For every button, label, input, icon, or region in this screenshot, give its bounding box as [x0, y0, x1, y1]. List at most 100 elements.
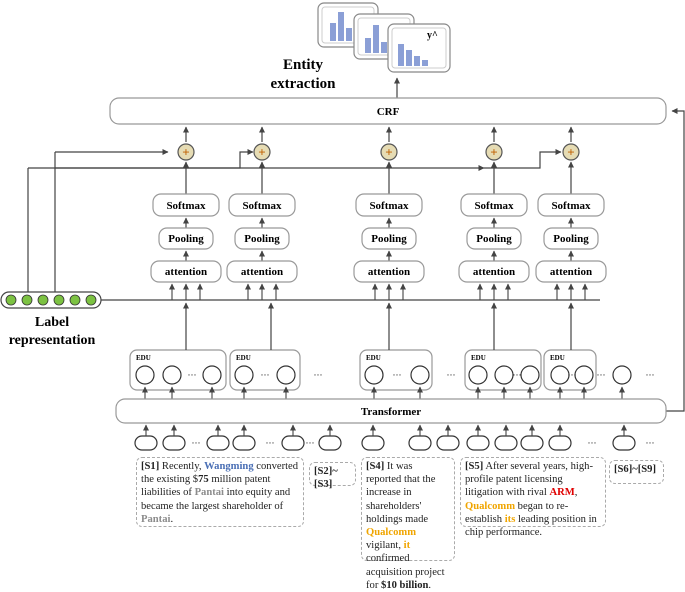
ellipsis: ··· [588, 438, 597, 448]
token-node [548, 435, 572, 451]
s1-text: million patent liabilities of [141, 474, 271, 499]
plus-symbol: + [567, 145, 574, 160]
s5-entity-qualcomm: Qualcomm [465, 500, 516, 512]
s5-entity-arm: ARM [549, 487, 575, 499]
ellipsis: ··· [192, 438, 201, 448]
s4-text: . [428, 579, 432, 591]
sentence-s2-s3: [S2]~[S3] [309, 462, 356, 490]
attention-label: attention [241, 266, 283, 278]
output-chart-stack: y^ [317, 2, 451, 73]
softmax-label: Softmax [474, 200, 514, 212]
s1-entity-pantai: Pantai [194, 487, 224, 499]
pooling-box [543, 227, 599, 250]
chart-axis-label: y^ [427, 30, 438, 41]
plus-symbol: + [258, 145, 265, 160]
edu-group: EDU··· [229, 302, 301, 399]
hidden-node [612, 365, 632, 385]
token-node [408, 435, 432, 451]
edu-node [410, 365, 430, 385]
edu-node [550, 365, 570, 385]
label-dot [53, 294, 65, 306]
transformer-to-crf-loop [666, 108, 685, 412]
label-wiring [27, 149, 600, 301]
pooling-box [361, 227, 417, 250]
ellipsis: ··· [188, 370, 197, 380]
edu-groups: EDU···EDU···EDU···EDU···EDU·············… [129, 302, 655, 399]
pooling-label: Pooling [553, 233, 589, 245]
transformer-label: Transformer [361, 406, 421, 418]
pooling-box [234, 227, 290, 250]
edu-node [494, 365, 514, 385]
ellipsis: ··· [314, 370, 323, 380]
ellipsis: ··· [513, 370, 522, 380]
plus-symbol: + [385, 145, 392, 160]
s2-s3-id: [S2]~[S3] [314, 466, 338, 491]
s6-s9-id: [S6]~[S9] [614, 464, 656, 475]
pooling-label: Pooling [476, 233, 512, 245]
plus-node [380, 143, 398, 161]
ellipsis: ··· [447, 370, 456, 380]
softmax-label: Softmax [166, 200, 206, 212]
softmax-box [228, 193, 296, 217]
edu-group: EDU ··· [129, 302, 227, 399]
edu-node [364, 365, 384, 385]
edu-node [520, 365, 540, 385]
softmax-label: Softmax [242, 200, 282, 212]
ellipsis: ··· [646, 438, 655, 448]
ellipsis: ··· [568, 370, 577, 380]
edu-label: EDU [236, 354, 251, 362]
edu-group: EDU··· [359, 302, 433, 399]
token-node [436, 435, 460, 451]
sentence-s5: [S5] After several years, high-profile p… [460, 457, 606, 538]
plus-node [177, 143, 195, 161]
label-dot [21, 294, 33, 306]
attention-box [458, 260, 530, 283]
plus-node [485, 143, 503, 161]
sentence-s1: [S1] Recently, Wangming converted the ex… [136, 457, 304, 527]
entity-extraction-title-line1: Entity [283, 57, 324, 73]
ellipsis: ··· [646, 370, 655, 380]
ellipsis: ··· [266, 438, 275, 448]
sentence-s4: [S4] It was reported that the increase i… [361, 457, 455, 591]
attention-label: attention [550, 266, 592, 278]
token-node [361, 435, 385, 451]
token-node [281, 435, 305, 451]
label-dot [5, 294, 17, 306]
edu-node [162, 365, 182, 385]
s1-text: converted the existing $ [141, 461, 299, 486]
token-node [612, 435, 636, 451]
token-node [162, 435, 186, 451]
ellipsis: ··· [306, 438, 315, 448]
plus-symbol: + [490, 145, 497, 160]
token-node [134, 435, 158, 451]
token-node [520, 435, 544, 451]
token-node [206, 435, 230, 451]
diagram-canvas: y^ Entity extraction CRF Label represent… [0, 2, 685, 451]
crf-box [109, 97, 667, 125]
token-node [232, 435, 256, 451]
s1-number: 75 [198, 474, 209, 486]
token-node [318, 435, 342, 451]
token-node [466, 435, 490, 451]
output-chart-front: y^ [387, 23, 451, 73]
attention-label: attention [473, 266, 515, 278]
edu-node [135, 365, 155, 385]
s4-text: vigilant, [366, 540, 404, 552]
edu-label: EDU [471, 354, 486, 362]
attention-box [535, 260, 607, 283]
attention-label: attention [368, 266, 410, 278]
s4-entity-qualcomm: Qualcomm [366, 527, 417, 539]
edu-node [202, 365, 222, 385]
label-representation-line2: representation [9, 333, 96, 348]
edu-label: EDU [136, 354, 151, 362]
attention-label: attention [165, 266, 207, 278]
plus-node [562, 143, 580, 161]
softmax-box [460, 193, 528, 217]
sentence-s5-id: [S5] [465, 461, 484, 472]
